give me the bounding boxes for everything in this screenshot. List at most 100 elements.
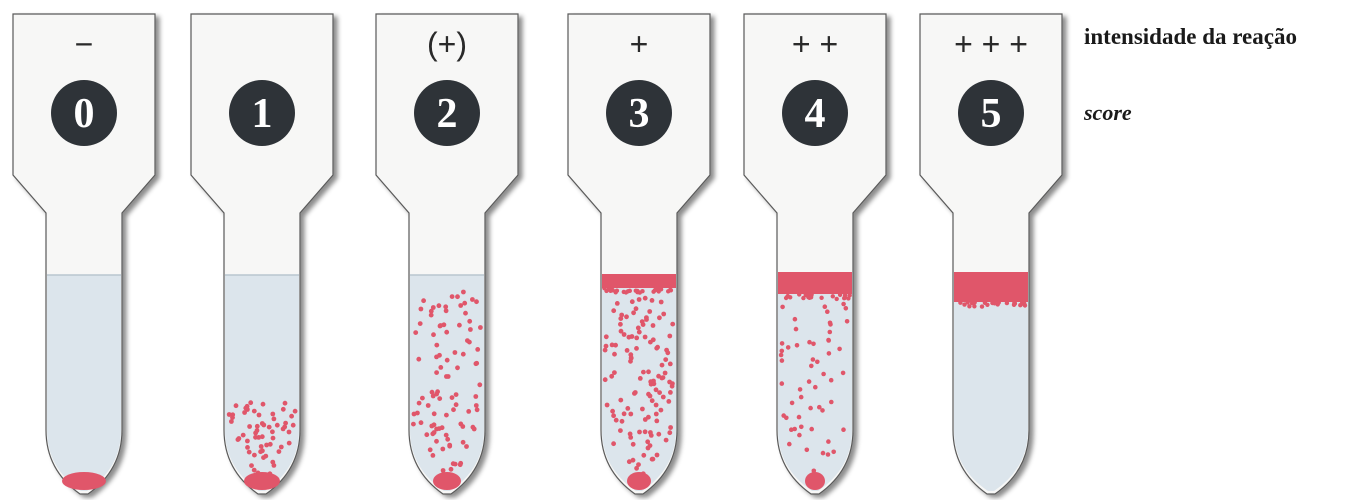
red-cell-dot: [416, 357, 421, 362]
red-cell-dot: [661, 312, 666, 317]
red-cell-dot: [255, 424, 260, 429]
red-cell-dot: [647, 309, 652, 314]
red-cell-dot: [826, 338, 831, 343]
red-cell-dot: [287, 430, 292, 435]
red-cell-dot: [618, 322, 623, 327]
red-cell-dot: [247, 424, 252, 429]
red-cell-dot: [245, 439, 250, 444]
red-cell-dot: [842, 296, 846, 300]
red-cell-dot: [668, 362, 673, 367]
red-cell-dot: [610, 343, 615, 348]
red-cell-dot: [475, 407, 480, 412]
tube-liquid: [47, 275, 121, 491]
red-cell-dot: [646, 369, 651, 374]
red-cell-dot: [829, 378, 834, 383]
red-cell-dot: [958, 301, 962, 305]
red-cell-dot: [458, 422, 463, 427]
red-cell-dot: [424, 432, 429, 437]
red-cell-dot: [640, 407, 645, 412]
red-cell-dot: [236, 437, 241, 442]
red-cell-dot: [620, 419, 625, 424]
red-cell-dot: [438, 324, 443, 329]
reaction-intensity-label: intensidade da reação: [1084, 24, 1297, 50]
red-cell-dot: [419, 420, 424, 425]
red-cell-dot: [780, 305, 785, 310]
red-cell-dot: [797, 433, 802, 438]
red-cell-dot: [472, 427, 477, 432]
red-cell-dot: [260, 421, 265, 426]
red-cell-dot: [646, 446, 651, 451]
red-cell-dot: [603, 348, 608, 353]
red-cell-dot: [270, 429, 275, 434]
red-cell-dot: [634, 466, 639, 471]
red-cell-dot: [1012, 300, 1016, 304]
red-cell-dot: [807, 379, 812, 384]
red-cell-dot: [643, 429, 648, 434]
intensity-symbol: +: [630, 26, 649, 62]
red-cell-dot: [628, 412, 633, 417]
red-cell-dot: [454, 392, 459, 397]
red-cell-dot: [797, 415, 802, 420]
red-cell-dot: [634, 336, 639, 341]
red-cell-dot: [229, 419, 234, 424]
red-cell-dot: [474, 403, 479, 408]
red-cell-dot: [826, 452, 831, 457]
red-cell-dot: [247, 450, 252, 455]
score-number: 2: [437, 91, 458, 137]
red-cell-dot: [440, 447, 445, 452]
red-cell-dot: [443, 304, 448, 309]
red-cell-dot: [622, 332, 627, 337]
red-cell-dot: [650, 457, 655, 462]
red-cell-dot: [828, 330, 833, 335]
red-cell-dot: [618, 428, 623, 433]
red-cell-dot: [281, 427, 286, 432]
red-cell-dot: [826, 439, 831, 444]
red-cell-dot: [618, 316, 623, 321]
red-cell-dot: [656, 432, 661, 437]
red-cell-dot: [1005, 301, 1009, 305]
cell-pellet: [62, 472, 106, 490]
red-cell-dot: [241, 433, 246, 438]
red-cell-dot: [630, 299, 635, 304]
red-cell-dot: [809, 364, 814, 369]
red-cell-dot: [657, 315, 662, 320]
red-cell-dot: [253, 435, 258, 440]
red-cell-dot: [249, 463, 254, 468]
red-cell-dot: [461, 352, 466, 357]
red-cell-dot: [444, 374, 449, 379]
red-cell-dot: [454, 402, 459, 407]
red-cell-dot: [668, 390, 673, 395]
red-cell-dot: [837, 347, 842, 352]
red-cell-dot: [434, 439, 439, 444]
red-cell-dot: [461, 440, 466, 445]
red-cell-dot: [293, 409, 298, 414]
red-cell-dot: [434, 355, 439, 360]
red-cell-dot: [455, 365, 460, 370]
red-cell-dot: [431, 453, 436, 458]
red-cell-dot: [628, 435, 633, 440]
red-cell-dot: [474, 361, 479, 366]
red-cell-dot: [664, 438, 669, 443]
tube-card-2: 2(+): [376, 14, 518, 494]
red-cell-dot: [277, 449, 282, 454]
red-cell-dot: [267, 425, 272, 430]
red-cell-dot: [252, 409, 257, 414]
red-cell-dot: [667, 380, 672, 385]
red-cell-dot: [780, 341, 785, 346]
red-cell-dot: [997, 300, 1001, 304]
red-cell-dot: [603, 377, 608, 382]
red-cell-dot: [275, 423, 280, 428]
red-cell-dot: [261, 402, 266, 407]
red-cell-dot: [261, 455, 266, 460]
red-cell-dot: [980, 304, 984, 308]
red-cell-dot: [652, 381, 657, 386]
cell-pellet: [244, 472, 280, 490]
red-cell-dot: [428, 447, 433, 452]
red-cell-dot: [992, 301, 996, 305]
red-cell-dot: [279, 445, 284, 450]
score-number: 1: [252, 91, 273, 137]
red-cell-dot: [450, 395, 455, 400]
red-cell-dot: [643, 335, 648, 340]
red-cell-dot: [663, 371, 668, 376]
red-cell-dot: [780, 381, 785, 386]
